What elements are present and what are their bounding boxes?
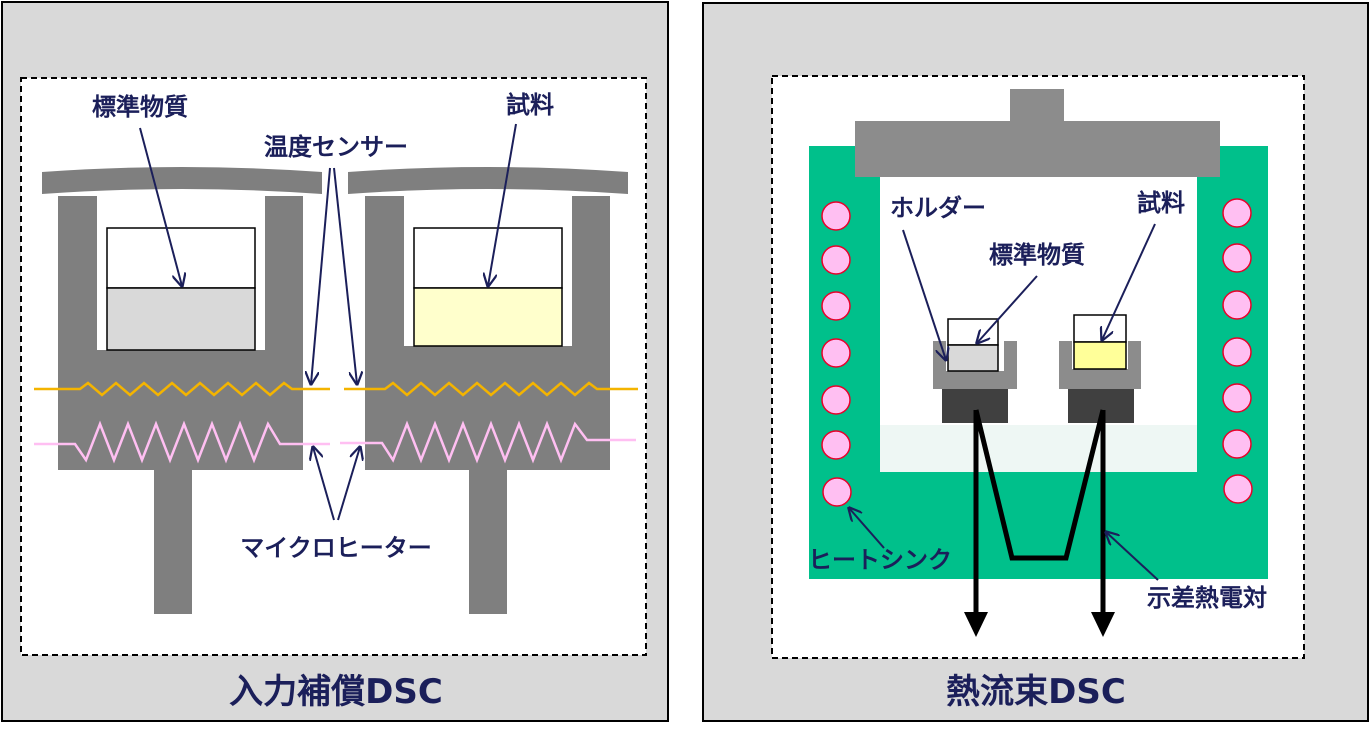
heater-coil [1223,474,1253,504]
sample-material [413,287,563,347]
heater-coil [821,430,851,460]
sample-label: 試料 [506,91,554,119]
heater-coils-right [1222,198,1253,504]
sample-holder-cup [1059,341,1141,389]
sample-pan-top-r [1073,314,1127,343]
heater-coil [1222,243,1252,273]
reference-label: 標準物質 [92,93,188,121]
reference-stem [154,470,192,614]
heater-coils-left [821,201,852,507]
heater-coil [821,245,851,275]
micro-heater-label: マイクロヒーター [240,534,432,562]
reference-temp-sensor [34,381,330,397]
right-panel-title: 熱流束DSC [946,672,1126,712]
sample-label-r: 試料 [1137,189,1185,217]
differential-thermocouple [964,409,1115,637]
temp-sensor-pointer-left [311,167,331,384]
chamber-floor [880,425,1197,472]
holder-label: ホルダー [890,194,986,222]
sample-stem [469,470,507,614]
heat-sink-label: ヒートシンク [808,546,952,574]
temp-sensor-label: 温度センサー [264,133,408,161]
furnace-chamber [880,176,1197,472]
heater-coil [821,291,851,321]
heat-sink-pointer [849,508,885,549]
reference-lid [42,167,322,194]
heater-pointer-right [337,447,360,521]
sample-temp-sensor [344,381,638,397]
left-panel-title: 入力補償DSC [229,672,443,712]
reference-label-r: 標準物質 [989,241,1085,269]
sample-pan-top [413,227,563,289]
heater-coil [1222,383,1252,413]
reference-cell [34,167,330,614]
reference-pan-top-r [947,318,999,346]
reference-holder-cup [933,341,1017,389]
lid-knob [1010,89,1064,123]
reference-material [106,287,256,351]
heater-coil [1222,198,1252,228]
heater-pointer-left [313,447,335,521]
right-pointers [849,223,1159,581]
reference-material-r [947,344,999,372]
reference-pointer [139,127,182,286]
heater-coil [1222,429,1252,459]
thermocouple-pointer [1106,532,1159,581]
sample-block [365,196,610,470]
left-pointers [139,123,517,521]
heater-coil [822,477,852,507]
reference-pointer-r [977,275,1038,343]
reference-block [58,196,303,470]
sample-pointer-r [1102,223,1156,340]
sample-pointer [488,123,517,286]
heater-coil [1222,337,1252,367]
right-panel: ホルダー 試料 標準物質 ヒートシンク 示差熱電対 熱流束DSC [702,2,1369,722]
thermocouple-arrow-left [964,612,988,637]
sample-micro-heater [340,420,636,464]
thermocouple-wire [973,409,1106,561]
left-panel: 標準物質 試料 温度センサー マイクロヒーター 入力補償DSC [1,1,669,722]
heater-coil [821,338,851,368]
sample-lid [348,167,628,194]
thermocouple-arrow-right [1091,612,1115,637]
heater-coil [821,201,851,231]
furnace-lid [855,121,1220,177]
temp-sensor-pointer-right [333,167,357,384]
thermocouple-label: 示差熱電対 [1147,584,1267,612]
holder-pointer [902,229,946,360]
heater-coil [1222,290,1252,320]
heater-coil [821,385,851,415]
reference-micro-heater [34,420,330,464]
sample-cell [340,167,638,614]
sample-material-r [1073,341,1127,370]
